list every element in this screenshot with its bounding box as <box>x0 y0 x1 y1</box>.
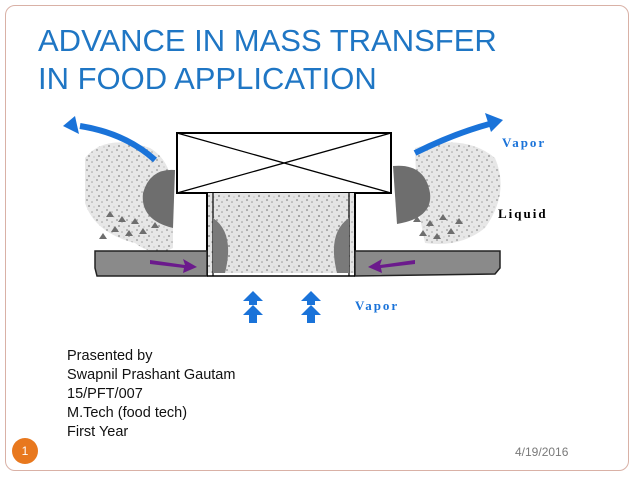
title-line-1: ADVANCE IN MASS TRANSFER <box>38 23 497 58</box>
vapor-arrows-bottom <box>243 291 321 323</box>
label-vapor-top: Vapor <box>502 135 546 150</box>
inner-film-right <box>333 218 349 273</box>
droplets-right <box>413 214 463 239</box>
mass-transfer-diagram: Vapor Liquid Vapor <box>63 113 548 323</box>
presenter-line: M.Tech (food tech) <box>67 405 188 421</box>
vapor-cloud-right <box>415 142 501 244</box>
liquid-arrow-right <box>368 259 415 273</box>
presenter-line: 15/PFT/007 <box>67 386 143 402</box>
presenter-line: Swapnil Prashant Gautam <box>67 367 236 383</box>
liquid-film-left <box>142 169 175 228</box>
liquid-arrow-left <box>150 259 197 273</box>
droplets-left <box>99 211 159 239</box>
label-liquid: Liquid <box>498 206 548 221</box>
inner-film-left <box>213 218 229 273</box>
title-line-2: IN FOOD APPLICATION <box>38 61 377 96</box>
central-chamber <box>207 193 355 273</box>
slide-date: 4/19/2016 <box>515 445 569 459</box>
label-vapor-bottom: Vapor <box>355 298 399 313</box>
slide-number-badge: 1 <box>12 438 38 464</box>
presenter-line: Prasented by <box>67 348 153 364</box>
presenter-info: Prasented by Swapnil Prashant Gautam 15/… <box>67 347 387 442</box>
slide-frame <box>5 5 629 471</box>
presenter-line: First Year <box>67 424 129 440</box>
slide-title: ADVANCE IN MASS TRANSFER IN FOOD APPLICA… <box>38 22 598 98</box>
vapor-cloud-left <box>85 142 174 252</box>
vapor-arrow-top-left <box>79 123 158 163</box>
liquid-film-right <box>393 165 431 224</box>
liquid-plate-right <box>354 250 501 277</box>
vapor-arrow-top-right <box>413 120 494 156</box>
